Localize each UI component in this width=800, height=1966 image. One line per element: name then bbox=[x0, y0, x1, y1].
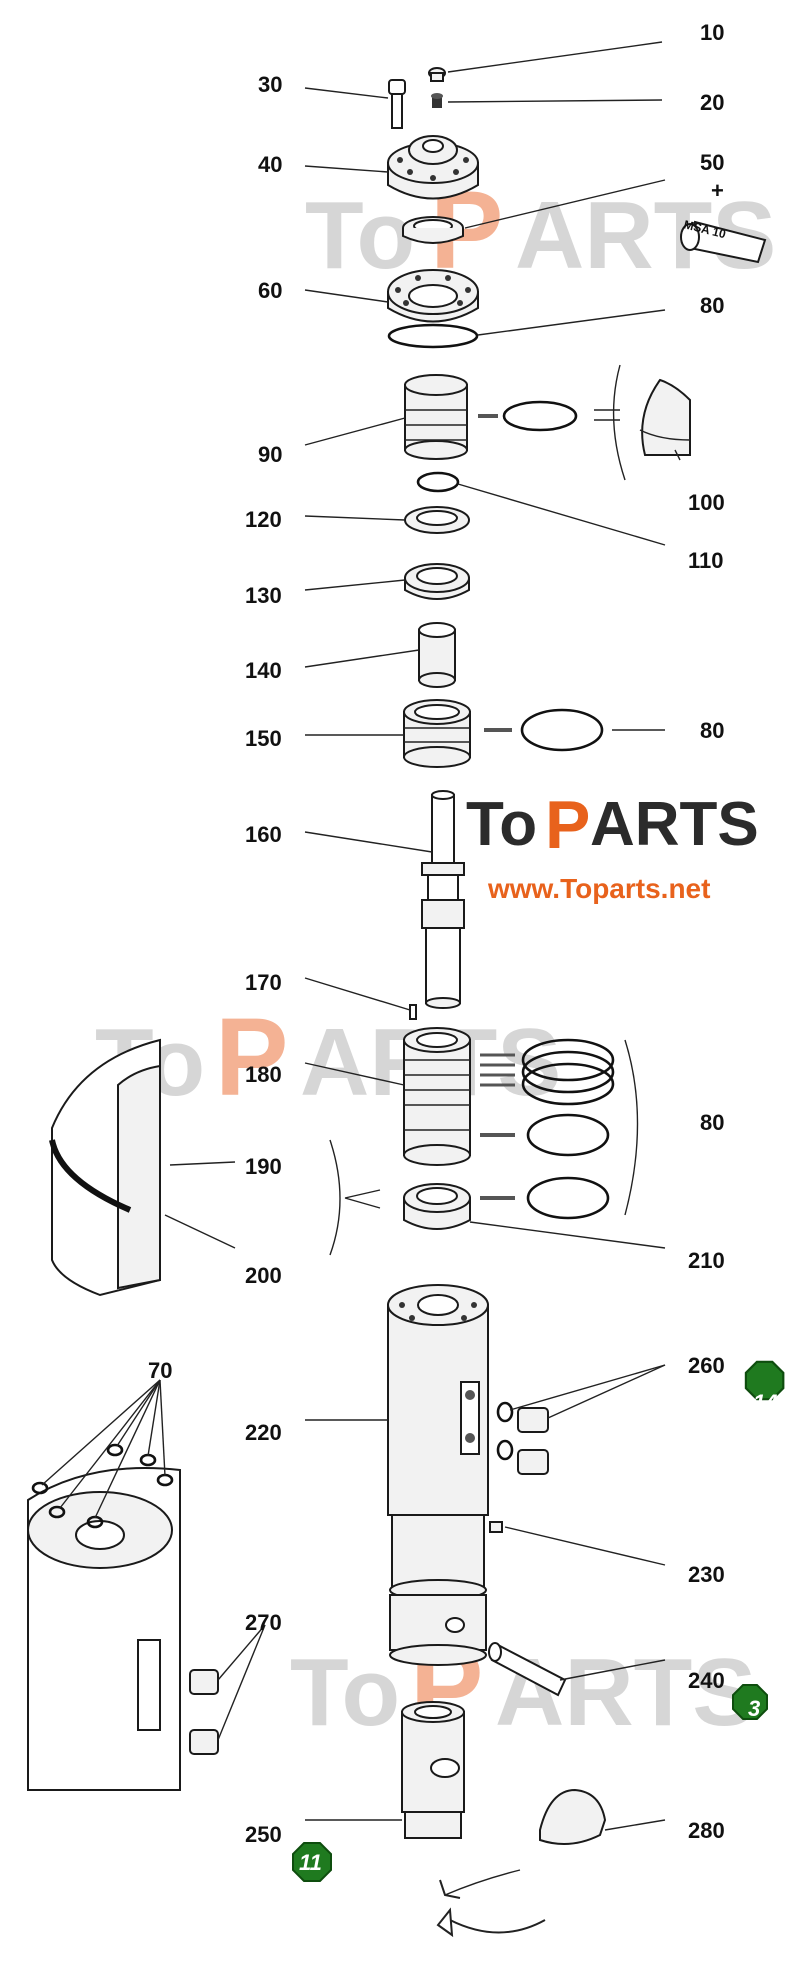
svg-text:P: P bbox=[545, 787, 590, 863]
part-280-cap bbox=[539, 1788, 607, 1845]
part-10-plug bbox=[428, 67, 446, 82]
label-200: 200 bbox=[245, 1263, 282, 1288]
part-60-flange-ring bbox=[387, 269, 479, 323]
part-20-screw bbox=[431, 93, 443, 108]
label-220: 220 bbox=[245, 1420, 282, 1445]
svg-text:+: + bbox=[711, 178, 724, 203]
part-labels: 10 20 30 40 50 60 80 90 100 120 110 130 … bbox=[148, 20, 725, 1847]
part-170-pin bbox=[409, 1004, 417, 1020]
part-230-screw bbox=[489, 1521, 503, 1533]
part-110-oring bbox=[416, 471, 460, 493]
leader-lines bbox=[41, 41, 681, 1831]
part-140-bushing bbox=[418, 622, 456, 688]
part-40-flange bbox=[387, 135, 479, 200]
detail-190-200-seal-section bbox=[49, 1038, 381, 1297]
label-130: 130 bbox=[245, 583, 282, 608]
label-140: 140 bbox=[245, 658, 282, 683]
svg-text:To: To bbox=[290, 1639, 400, 1746]
label-80c: 80 bbox=[700, 1110, 724, 1135]
part-30-bolt bbox=[388, 79, 406, 129]
part-220-housing bbox=[387, 1284, 489, 1666]
label-20: 20 bbox=[700, 90, 724, 115]
part-150-oring bbox=[520, 708, 604, 752]
label-210: 210 bbox=[688, 1248, 725, 1273]
badge-11: 11 bbox=[292, 1842, 332, 1882]
label-110: 110 bbox=[688, 548, 724, 573]
label-100: 100 bbox=[688, 490, 725, 515]
badge-3: 3 bbox=[732, 1684, 768, 1721]
label-180: 180 bbox=[245, 1062, 282, 1087]
svg-text:P: P bbox=[215, 996, 288, 1119]
rotation-arrow bbox=[449, 1919, 546, 1934]
svg-text:ARTS: ARTS bbox=[495, 1639, 756, 1746]
label-240: 240 bbox=[688, 1668, 725, 1693]
label-70: 70 bbox=[148, 1358, 172, 1383]
label-60: 60 bbox=[258, 278, 282, 303]
part-210-bearing bbox=[403, 1183, 471, 1230]
label-40: 40 bbox=[258, 152, 282, 177]
svg-text:To: To bbox=[305, 182, 415, 289]
part-180-carrier bbox=[403, 1027, 471, 1166]
toparts-logo: To P ARTS bbox=[466, 787, 759, 863]
svg-text:3: 3 bbox=[748, 1696, 760, 1721]
badge-14: 14 bbox=[744, 1360, 785, 1415]
label-250: 250 bbox=[245, 1822, 282, 1847]
svg-text:11: 11 bbox=[299, 1850, 322, 1875]
part-50-seal bbox=[402, 216, 464, 244]
label-90: 90 bbox=[258, 442, 282, 467]
label-190: 190 bbox=[245, 1154, 282, 1179]
label-270: 270 bbox=[245, 1610, 282, 1635]
part-160-piston bbox=[421, 790, 465, 1009]
label-260: 260 bbox=[688, 1353, 725, 1378]
part-80-oring-top bbox=[387, 323, 479, 349]
part-180-rings bbox=[480, 1038, 639, 1220]
part-120-washer bbox=[404, 506, 470, 534]
label-280: 280 bbox=[688, 1818, 725, 1843]
label-230: 230 bbox=[688, 1562, 725, 1587]
part-260-fittings bbox=[496, 1401, 549, 1475]
part-90-sleeve bbox=[404, 374, 468, 460]
label-160: 160 bbox=[245, 822, 282, 847]
label-50: 50 bbox=[700, 150, 724, 175]
label-30: 30 bbox=[258, 72, 282, 97]
watermark-middle: To P ARTS bbox=[95, 996, 561, 1119]
part-130-bearing bbox=[404, 563, 470, 600]
label-80b: 80 bbox=[700, 718, 724, 743]
website-url: www.Toparts.net bbox=[487, 873, 710, 904]
part-240-pin bbox=[488, 1642, 567, 1697]
label-120: 120 bbox=[245, 507, 282, 532]
label-80: 80 bbox=[700, 293, 724, 318]
label-10: 10 bbox=[700, 20, 724, 45]
label-150: 150 bbox=[245, 726, 282, 751]
svg-text:14: 14 bbox=[753, 1390, 777, 1415]
part-250-bottom bbox=[401, 1701, 521, 1899]
detail-100-seal-section bbox=[594, 364, 691, 481]
part-90-oring bbox=[502, 400, 578, 432]
part-150-seal-pack bbox=[403, 699, 471, 768]
label-170: 170 bbox=[245, 970, 282, 995]
watermark-bottom: To P ARTS bbox=[290, 1626, 756, 1749]
svg-text:ARTS: ARTS bbox=[590, 790, 759, 859]
svg-text:To: To bbox=[466, 790, 537, 859]
detail-70-270-housing-top bbox=[27, 1443, 219, 1791]
